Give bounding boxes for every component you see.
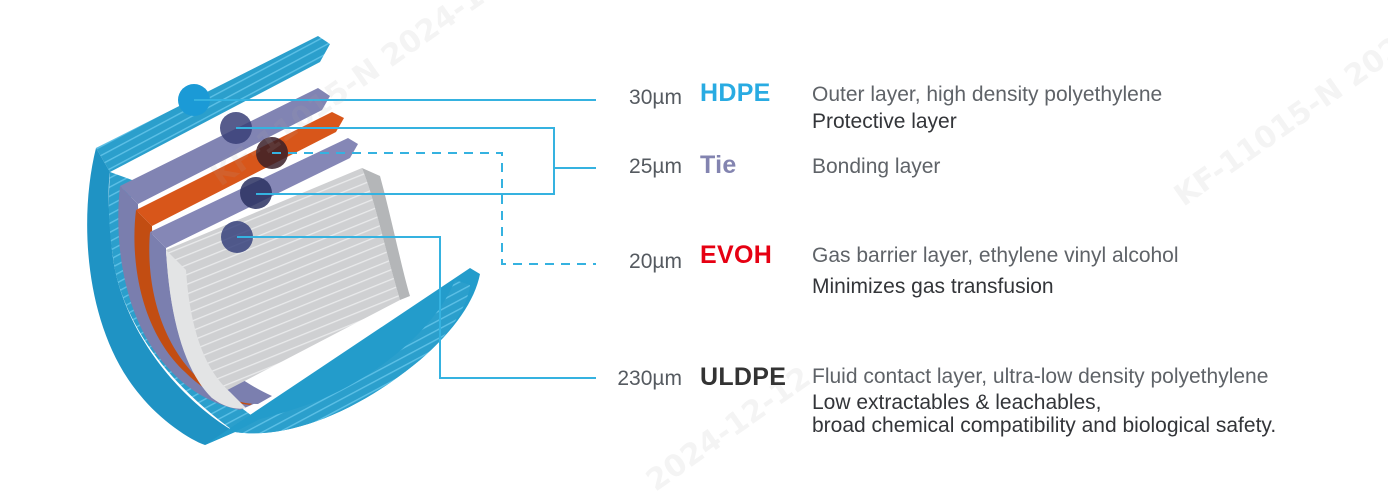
- tube-cross-section-illustration: [87, 36, 596, 445]
- callout-lines: [194, 99, 596, 379]
- uldpe-note-line-2: broad chemical compatibility and biologi…: [812, 414, 1277, 437]
- hdpe-label: HDPE: [700, 79, 771, 107]
- uldpe-label: ULDPE: [700, 363, 787, 391]
- evoh-label: EVOH: [700, 241, 773, 269]
- evoh-description: Gas barrier layer, ethylene vinyl alcoho…: [812, 244, 1179, 267]
- evoh-note: Minimizes gas transfusion: [812, 275, 1054, 298]
- film-layer-diagram: KF-11015-N 2024-12 KF-11015-N 2024 2024-…: [87, 0, 1388, 499]
- hdpe-thickness: 30µm: [629, 86, 682, 109]
- tie-label: Tie: [700, 151, 737, 179]
- evoh-thickness: 20µm: [629, 250, 682, 273]
- uldpe-description: Fluid contact layer, ultra-low density p…: [812, 365, 1269, 388]
- tie-thickness: 25µm: [629, 155, 682, 178]
- tie-layer-outer-shape: [120, 88, 330, 204]
- hdpe-note: Protective layer: [812, 110, 957, 133]
- uldpe-thickness: 230µm: [617, 367, 682, 390]
- uldpe-note-line-1: Low extractables & leachables,: [812, 391, 1102, 414]
- evoh-layer-shape: [136, 112, 344, 226]
- uldpe-layer-shape: [166, 168, 400, 398]
- tie-description: Bonding layer: [812, 155, 941, 178]
- outer-layer-shape: [96, 36, 330, 172]
- hdpe-description: Outer layer, high density polyethylene: [812, 83, 1163, 106]
